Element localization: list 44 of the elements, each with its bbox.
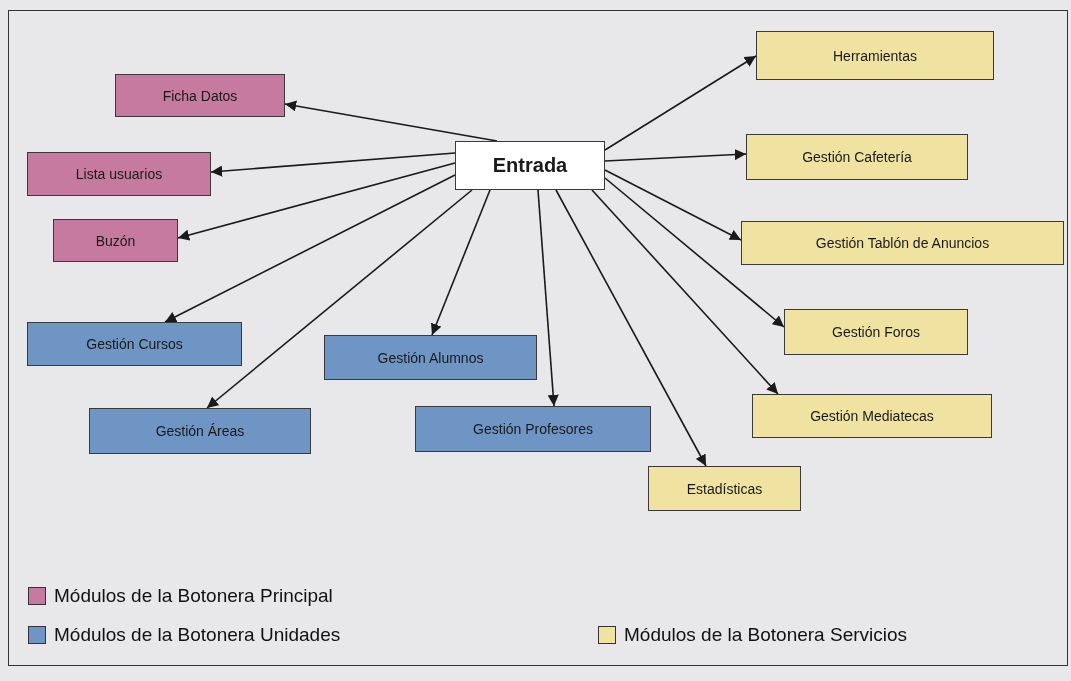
module-box [53,219,178,262]
arrow [555,189,707,467]
module-label: Gestión Foros [832,324,920,340]
module-box [648,466,801,511]
module-label: Ficha Datos [162,87,238,104]
module-label: Gestión Áreas [155,423,245,439]
arrow [591,189,779,395]
module-box [741,221,1064,265]
module-box [324,335,537,380]
module-label: Estadísticas [686,480,763,497]
module-label: Entrada [492,154,568,177]
legend-label: Módulos de la Botonera Principal [54,585,333,607]
module-label: Gestión Tablón de Anuncios [815,235,990,251]
arrow [164,174,456,323]
module-label: Gestión Cafetería [802,149,912,165]
arrow [604,169,742,241]
module-box [756,31,994,80]
module-label: Buzón [95,232,136,249]
legend-label: Módulos de la Botonera Servicios [624,624,908,646]
arrow [210,152,456,177]
module-box [27,322,242,366]
arrow [206,189,473,409]
arrow [604,148,747,162]
arrow [604,55,757,151]
module-label: Gestión Cursos [86,336,183,352]
arrow [537,189,559,407]
arrow [604,177,785,328]
arrow [284,100,498,142]
module-label: Gestión Profesores [473,421,593,437]
module-box [415,406,651,452]
entry-box [455,141,605,190]
module-box [115,74,285,117]
module-box [746,134,968,180]
legend-label: Módulos de la Botonera Unidades [54,624,341,646]
module-label: Herramientas [833,47,917,64]
module-box [784,309,968,355]
arrow [430,189,491,336]
arrow [177,162,456,241]
module-label: Lista usuarios [75,166,163,182]
module-box [752,394,992,438]
module-box [27,152,211,196]
module-label: Gestión Mediatecas [810,408,934,424]
module-box [89,408,311,454]
module-label: Gestión Alumnos [377,349,484,366]
